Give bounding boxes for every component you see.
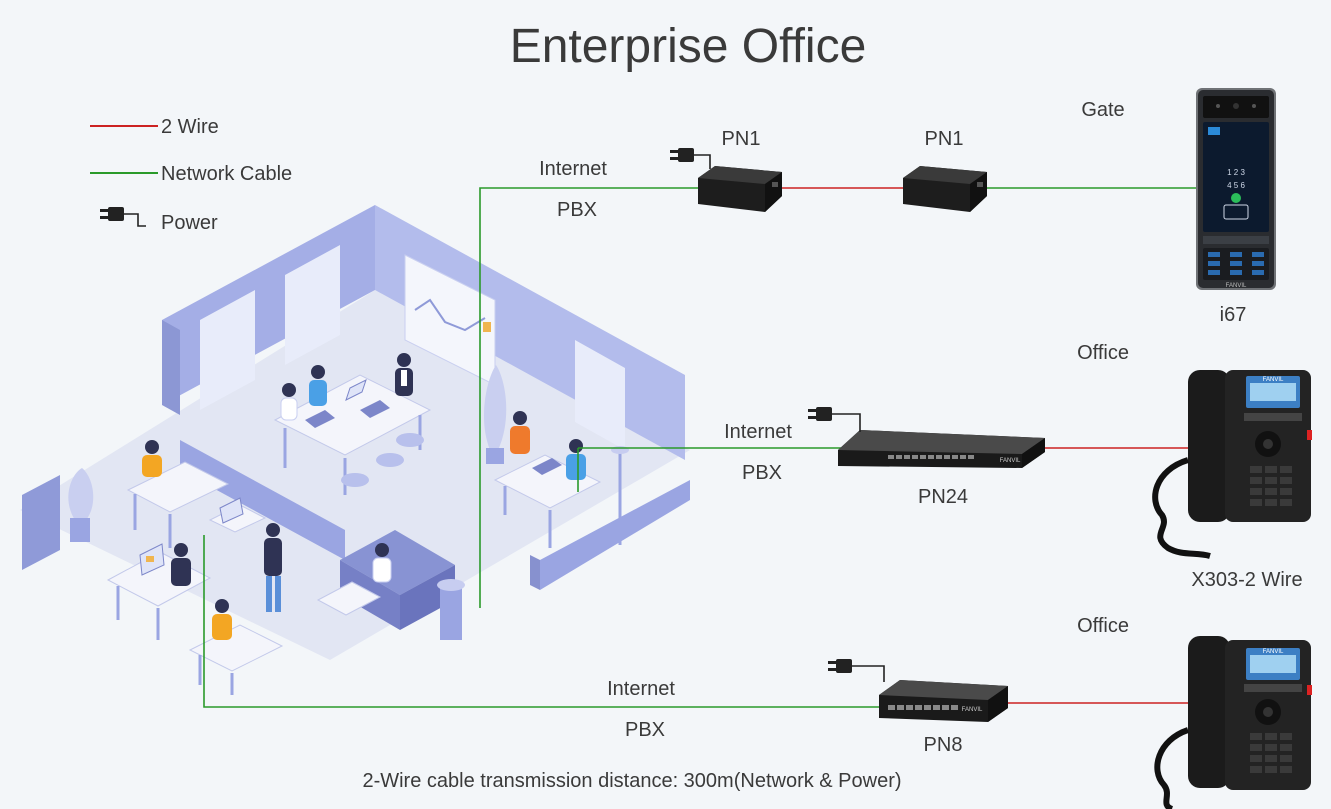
diagram-title: Enterprise Office bbox=[510, 20, 867, 73]
pn8-brand-logo: FANVIL bbox=[962, 707, 983, 713]
office-sofa bbox=[340, 530, 455, 595]
legend-network-cable-label: Network Cable bbox=[161, 163, 292, 185]
pn24-internet-label: Internet bbox=[724, 421, 792, 443]
office-area-2-label: Office bbox=[1077, 615, 1129, 637]
x303-phone-1 bbox=[1152, 370, 1312, 559]
power-plug-icon bbox=[808, 407, 861, 432]
pn24-pbx-label: PBX bbox=[742, 462, 782, 484]
gate-internet-label: Internet bbox=[539, 158, 607, 180]
office-person bbox=[309, 365, 327, 406]
pn24-switch bbox=[838, 430, 1045, 468]
office-plant bbox=[68, 468, 94, 520]
gate-area-label: Gate bbox=[1081, 99, 1124, 121]
i67-brand-logo: FANVIL bbox=[1226, 283, 1247, 289]
i67-door-phone: 1 2 3 4 5 6 bbox=[1196, 88, 1276, 290]
pn8-pbx-label: PBX bbox=[625, 719, 665, 741]
office-window bbox=[200, 290, 255, 410]
svg-text:4 5 6: 4 5 6 bbox=[1227, 181, 1245, 190]
network-cable-gate bbox=[479, 187, 698, 608]
power-plug-icon bbox=[670, 148, 711, 169]
i67-label: i67 bbox=[1220, 304, 1247, 326]
pn1-left-label: PN1 bbox=[722, 128, 761, 150]
office-desk bbox=[493, 454, 602, 509]
office-area-1-label: Office bbox=[1077, 342, 1129, 364]
office-plant bbox=[483, 365, 507, 450]
pn1-right-label: PN1 bbox=[925, 128, 964, 150]
office-person bbox=[264, 523, 282, 612]
office-illustration bbox=[20, 205, 690, 695]
office-person bbox=[510, 411, 530, 454]
office-person bbox=[142, 440, 162, 477]
pn24-brand-logo: FANVIL bbox=[1000, 458, 1021, 464]
network-cable-pn8 bbox=[203, 535, 880, 708]
gate-pbx-label: PBX bbox=[557, 199, 597, 221]
pn24-label: PN24 bbox=[918, 486, 968, 508]
pn1-left-device bbox=[698, 166, 782, 212]
pn8-label: PN8 bbox=[924, 734, 963, 756]
legend-two-wire-label: 2 Wire bbox=[161, 116, 219, 138]
legend: 2 Wire Network Cable Power bbox=[90, 116, 292, 234]
phone-1-label: X303-2 Wire bbox=[1191, 569, 1302, 591]
cables bbox=[203, 187, 1198, 708]
office-person bbox=[372, 543, 392, 583]
office-window bbox=[575, 340, 625, 450]
svg-text:1 2 3: 1 2 3 bbox=[1227, 168, 1245, 177]
office-person bbox=[280, 383, 298, 421]
pn1-right-device bbox=[903, 166, 987, 212]
power-plug-icon bbox=[100, 207, 146, 227]
x303-phone-2 bbox=[1154, 636, 1312, 809]
office-window bbox=[285, 245, 340, 365]
footer-note: 2-Wire cable transmission distance: 300m… bbox=[362, 770, 901, 792]
legend-power-label: Power bbox=[161, 212, 218, 234]
office-desk bbox=[126, 461, 230, 513]
phone-2-brand-logo: FANVIL bbox=[1263, 649, 1284, 655]
office-person bbox=[171, 543, 191, 586]
office-person bbox=[212, 599, 232, 640]
pn8-switch bbox=[879, 680, 1008, 722]
phone-1-brand-logo: FANVIL bbox=[1263, 377, 1284, 383]
office-person bbox=[566, 439, 586, 480]
office-person bbox=[395, 353, 413, 396]
office-meeting-table bbox=[273, 374, 432, 456]
pn8-internet-label: Internet bbox=[607, 678, 675, 700]
power-plug-icon bbox=[828, 659, 885, 682]
